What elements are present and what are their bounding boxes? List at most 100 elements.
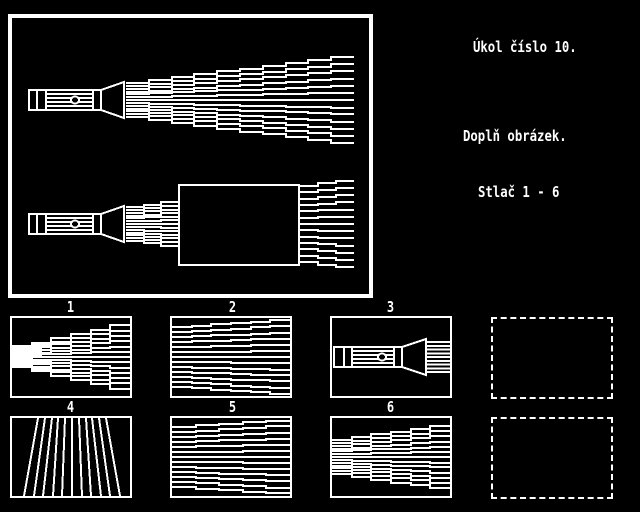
beam-line — [172, 366, 290, 371]
option-label-1: 1 — [66, 298, 75, 316]
flashlight-switch-icon — [377, 352, 387, 362]
beam-line — [332, 430, 450, 444]
option-label-2: 2 — [228, 298, 237, 316]
fan-line — [105, 417, 121, 497]
flashlight-body — [28, 213, 102, 235]
beam-line — [172, 420, 290, 428]
fan-line — [33, 417, 46, 497]
option-4[interactable] — [11, 416, 132, 498]
beam-line — [332, 473, 450, 489]
fan-line — [85, 417, 92, 497]
task-title: Úkol číslo 10. — [473, 38, 577, 56]
option-label-4: 4 — [66, 398, 75, 416]
option-5-graphic — [170, 416, 292, 498]
option-3-graphic — [330, 316, 452, 398]
beam-line — [300, 229, 354, 232]
beam-line — [332, 425, 450, 441]
fan-line — [98, 417, 111, 497]
beam-line — [332, 459, 450, 464]
beam-line — [300, 194, 354, 200]
beam-line — [126, 232, 179, 236]
option-6-graphic — [330, 416, 452, 498]
beam-line — [300, 180, 354, 187]
beam-line — [332, 465, 450, 474]
fan-line — [91, 417, 102, 497]
flashlight-body — [28, 89, 102, 111]
fan-line — [61, 417, 66, 497]
option-1[interactable] — [11, 316, 132, 398]
beam-line — [172, 481, 290, 489]
beam-line — [332, 446, 450, 452]
beam-line — [332, 435, 450, 447]
empty-slot-top — [491, 317, 613, 399]
beam-line — [300, 187, 354, 193]
flashlight-body — [333, 346, 403, 368]
beam-line — [300, 261, 354, 268]
beam-line — [126, 201, 179, 208]
option-label-5: 5 — [228, 398, 237, 416]
beam-line — [172, 461, 290, 464]
option-6[interactable] — [331, 416, 452, 498]
beam-line — [126, 105, 354, 115]
option-label-6: 6 — [386, 398, 395, 416]
beam-line — [172, 425, 290, 433]
beam-line — [126, 216, 179, 219]
fan-line — [78, 417, 83, 497]
bottom-beam-right — [300, 180, 354, 268]
fan-line — [52, 417, 59, 497]
beam-line — [172, 438, 290, 443]
option-5[interactable] — [171, 416, 292, 498]
beam-line — [332, 470, 450, 484]
beam-line — [126, 108, 354, 123]
top-beam — [126, 56, 354, 144]
beam-line — [126, 56, 354, 84]
beam-line — [126, 205, 179, 211]
beam-line — [126, 113, 354, 137]
option-frame — [330, 416, 452, 498]
beam-line — [172, 371, 290, 376]
beam-line — [126, 102, 354, 109]
beam-line — [126, 234, 179, 239]
beam-line — [172, 319, 290, 328]
beam-line — [126, 212, 179, 217]
flash-tip — [10, 345, 42, 357]
beam-line — [172, 361, 290, 364]
beam-line — [126, 78, 354, 93]
flashlight-switch-icon — [70, 219, 80, 229]
bottom-beam-left — [126, 201, 179, 247]
beam-line — [172, 444, 290, 448]
beam-line — [172, 432, 290, 438]
key-prompt: Stlač 1 - 6 — [478, 183, 560, 201]
option-frame — [170, 416, 292, 498]
beam-line — [332, 462, 450, 468]
option-frame — [10, 416, 132, 498]
beam-line — [126, 110, 354, 130]
missing-piece-box — [178, 184, 300, 266]
beam-line — [126, 219, 179, 222]
beam-line — [12, 324, 130, 348]
beam-line — [172, 450, 290, 453]
flashlight-head — [100, 80, 125, 120]
beam-line — [126, 209, 179, 214]
fan-line — [42, 417, 53, 497]
beam-line — [332, 467, 450, 479]
top-flashlight — [28, 80, 125, 120]
fan-line — [23, 417, 39, 497]
option-4-graphic — [10, 416, 132, 498]
beam-line — [300, 248, 354, 254]
beam-line — [332, 451, 450, 455]
flashlight-switch-icon — [70, 95, 80, 105]
beam-line — [172, 338, 290, 343]
beam-line — [126, 63, 354, 87]
beam-line — [300, 209, 354, 212]
beam-line — [126, 237, 179, 243]
beam-line — [332, 441, 450, 450]
option-frame — [170, 316, 292, 398]
beam-line — [12, 366, 130, 390]
option-2[interactable] — [171, 316, 292, 398]
beam-line — [172, 344, 290, 348]
option-3[interactable] — [331, 316, 452, 398]
bottom-flashlight — [28, 204, 125, 244]
beam-line — [172, 381, 290, 389]
